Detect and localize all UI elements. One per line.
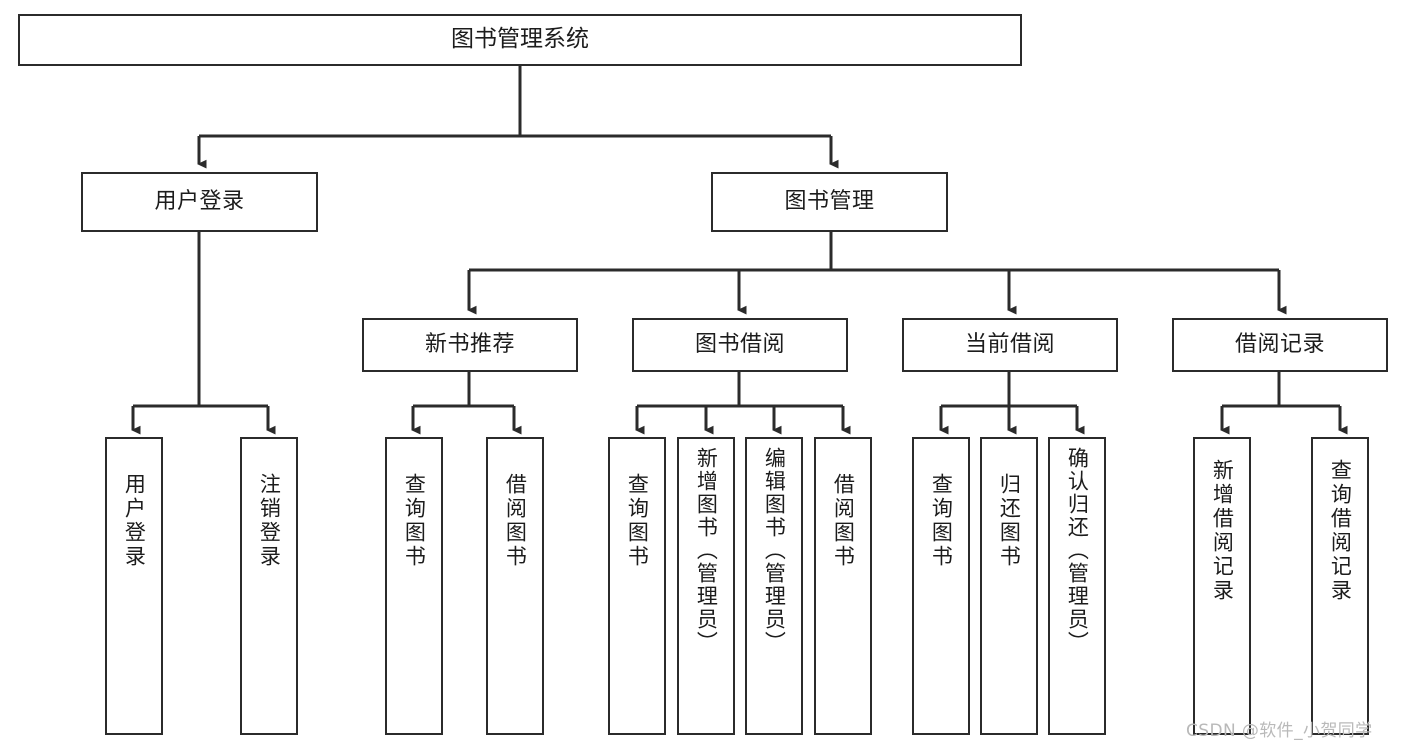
node-label: 图书管理 [784, 189, 875, 215]
node-label: 注销登录 [257, 473, 282, 569]
leaf-query-borrow-record[interactable]: 查询借阅记录 [1311, 437, 1369, 735]
leaf-add-borrow-record[interactable]: 新增借阅记录 [1193, 437, 1251, 735]
watermark-csdn: CSDN @软件_小贺同学 [1186, 721, 1373, 741]
node-current-borrow[interactable]: 当前借阅 [902, 318, 1118, 372]
leaf-user-login[interactable]: 用户登录 [105, 437, 163, 735]
node-book-borrow[interactable]: 图书借阅 [632, 318, 848, 372]
node-label: 查询图书 [402, 473, 427, 569]
node-new-book-recommend[interactable]: 新书推荐 [362, 318, 578, 372]
node-label: 用户登录 [122, 473, 147, 569]
node-label: 新书推荐 [424, 332, 515, 358]
leaf-return-book[interactable]: 归还图书 [980, 437, 1038, 735]
node-label: 图书管理系统 [451, 26, 589, 53]
leaf-confirm-return-admin[interactable]: 确认归还（管理员） [1048, 437, 1106, 735]
node-label: 编辑图书（管理员） [762, 447, 787, 654]
leaf-borrow-book[interactable]: 借阅图书 [814, 437, 872, 735]
leaf-add-book-admin[interactable]: 新增图书（管理员） [677, 437, 735, 735]
node-label: 新增图书（管理员） [694, 447, 719, 654]
leaf-logout[interactable]: 注销登录 [240, 437, 298, 735]
node-label: 新增借阅记录 [1210, 459, 1235, 603]
node-user-login[interactable]: 用户登录 [81, 172, 318, 232]
node-label: 查询借阅记录 [1328, 459, 1353, 603]
node-label: 查询图书 [625, 473, 650, 569]
node-borrow-records[interactable]: 借阅记录 [1172, 318, 1388, 372]
leaf-edit-book-admin[interactable]: 编辑图书（管理员） [745, 437, 803, 735]
node-label: 查询图书 [929, 473, 954, 569]
leaf-query-book-recommend[interactable]: 查询图书 [385, 437, 443, 735]
node-label: 用户登录 [154, 189, 245, 215]
node-label: 图书借阅 [694, 332, 785, 358]
leaf-query-book-borrow[interactable]: 查询图书 [608, 437, 666, 735]
node-label: 借阅记录 [1234, 332, 1325, 358]
node-root-book-management-system[interactable]: 图书管理系统 [18, 14, 1022, 66]
leaf-query-book-current[interactable]: 查询图书 [912, 437, 970, 735]
node-label: 确认归还（管理员） [1065, 447, 1090, 654]
node-label: 当前借阅 [964, 332, 1055, 358]
node-label: 借阅图书 [831, 473, 856, 569]
node-label: 归还图书 [997, 473, 1022, 569]
leaf-borrow-book-recommend[interactable]: 借阅图书 [486, 437, 544, 735]
node-book-management[interactable]: 图书管理 [711, 172, 948, 232]
node-label: 借阅图书 [503, 473, 528, 569]
